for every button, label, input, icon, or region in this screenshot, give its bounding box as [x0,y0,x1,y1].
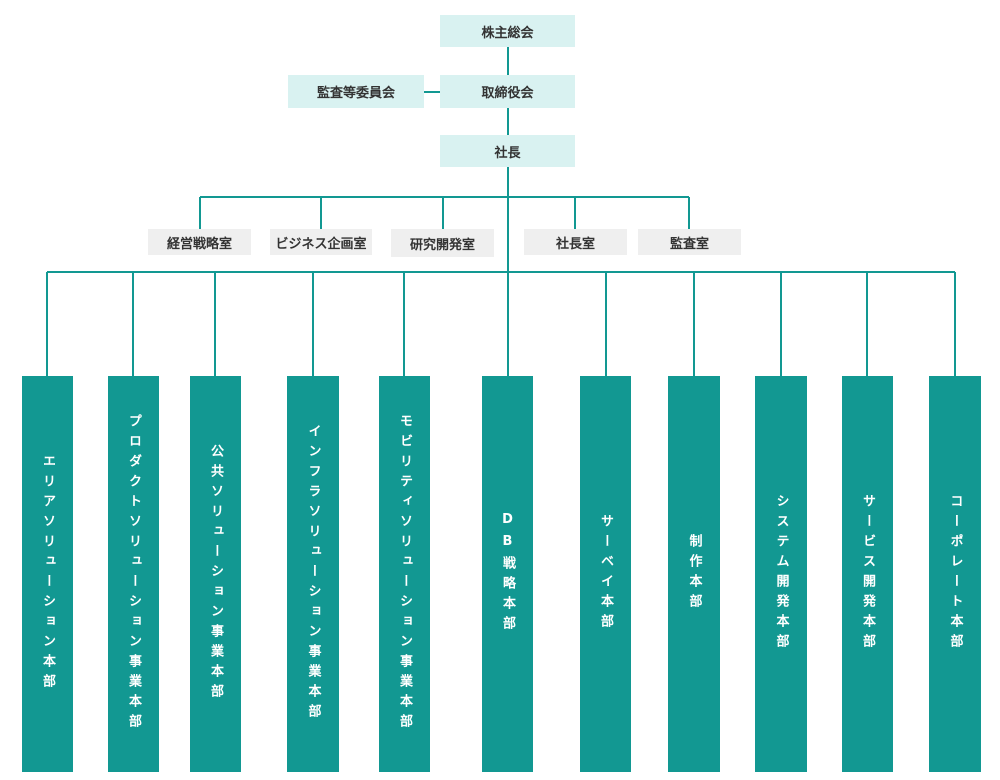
division-box: エリアソリューション本部 [22,376,73,772]
division-label: DB戦略本部 [500,512,515,636]
staff-office-box: 研究開発室 [391,229,494,257]
division-box: 公共ソリューション事業本部 [190,376,241,772]
division-box: インフラソリューション事業本部 [287,376,339,772]
division-box: プロダクトソリューション事業本部 [108,376,159,772]
division-label: システム開発本部 [773,494,789,654]
division-label: プロダクトソリューション事業本部 [126,414,141,734]
division-box: コーポレート本部 [929,376,981,772]
staff-office-box: 経営戦略室 [148,229,251,255]
shareholders-box: 株主総会 [440,15,575,47]
audit-committee-box: 監査等委員会 [288,75,424,108]
division-label: サーベイ本部 [598,514,613,634]
staff-office-box: 社長室 [524,229,627,255]
division-label: エリアソリューション本部 [40,454,55,694]
staff-office-box: ビジネス企画室 [270,229,372,255]
division-box: サーベイ本部 [580,376,631,772]
division-box: サービス開発本部 [842,376,893,772]
division-label: コーポレート本部 [947,494,963,654]
division-box: DB戦略本部 [482,376,533,772]
board-box: 取締役会 [440,75,575,108]
division-box: 制作本部 [668,376,720,772]
president-box: 社長 [440,135,575,167]
division-label: モビリティソリューション事業本部 [397,414,412,734]
division-label: 制作本部 [686,534,702,614]
division-box: モビリティソリューション事業本部 [379,376,430,772]
division-label: 公共ソリューション事業本部 [208,444,223,704]
division-box: システム開発本部 [755,376,807,772]
staff-office-box: 監査室 [638,229,741,255]
division-label: サービス開発本部 [860,494,875,654]
division-label: インフラソリューション事業本部 [305,424,321,724]
